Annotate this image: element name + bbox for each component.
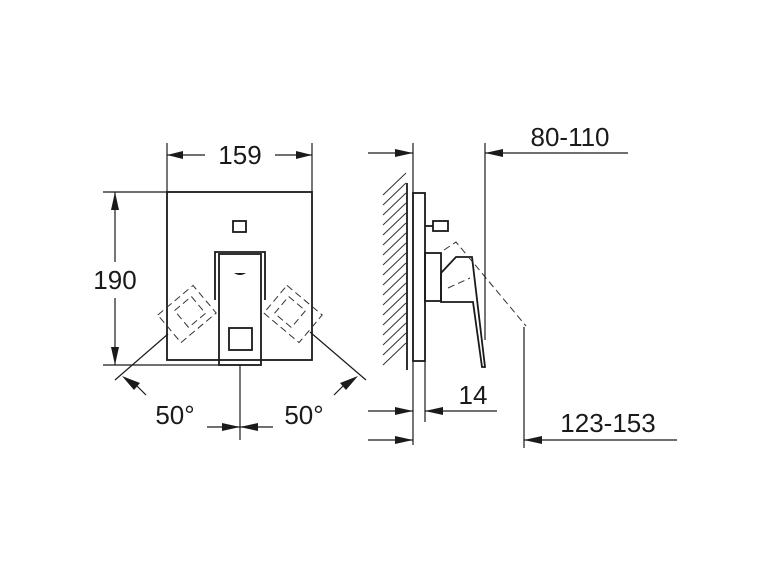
lever-logo xyxy=(234,273,246,275)
hatch-line xyxy=(382,252,407,276)
hatch-line xyxy=(382,302,407,326)
front-view: 159 190 50° 50° xyxy=(93,140,367,440)
diverter-button xyxy=(232,220,247,233)
hatch-line xyxy=(382,312,407,336)
angle-dimensions: 50° 50° xyxy=(114,331,367,440)
hatch-line xyxy=(382,292,407,316)
hatch-line xyxy=(382,192,407,216)
lever-square xyxy=(228,327,253,351)
hatch-line xyxy=(382,282,407,306)
lever-rotated-right-dashed xyxy=(263,284,323,344)
hatch-line xyxy=(382,172,407,196)
side-plate xyxy=(412,192,426,362)
lever-projection-dimension: 123-153 xyxy=(368,327,677,448)
hatch-line xyxy=(382,202,407,226)
hatch-line xyxy=(382,262,407,286)
width-label: 159 xyxy=(218,140,261,170)
width-dimension: 159 xyxy=(166,140,313,192)
hatch-line xyxy=(382,212,407,236)
plate-thickness-dimension: 14 xyxy=(368,361,497,422)
valve-body xyxy=(424,252,442,302)
hatch-line xyxy=(382,182,407,206)
wall-hatching xyxy=(382,172,407,366)
angle-left-label: 50° xyxy=(155,400,194,430)
hatch-line xyxy=(382,222,407,246)
lever-side xyxy=(440,256,487,368)
projection-dimension: 80-110 xyxy=(368,122,628,340)
projection-label: 80-110 xyxy=(530,122,609,152)
lever-projection-label: 123-153 xyxy=(560,408,655,438)
diverter-knob-side xyxy=(425,220,449,232)
height-label: 190 xyxy=(93,265,136,295)
height-dimension: 190 xyxy=(93,191,219,366)
hatch-line xyxy=(382,272,407,296)
hatch-line xyxy=(382,242,407,266)
hatch-line xyxy=(382,332,407,356)
lever-raised-dashed xyxy=(443,241,527,327)
handle-bracket xyxy=(214,251,266,300)
cover-plate xyxy=(166,191,313,361)
angle-right-label: 50° xyxy=(284,400,323,430)
lever-inner-dashed xyxy=(447,277,471,289)
hatch-line xyxy=(382,322,407,346)
side-view: 80-110 14 123-153 xyxy=(368,122,677,448)
hatch-line xyxy=(382,232,407,256)
plate-thickness-label: 14 xyxy=(459,380,488,410)
hatch-line xyxy=(382,342,407,366)
lever-handle xyxy=(218,253,262,366)
